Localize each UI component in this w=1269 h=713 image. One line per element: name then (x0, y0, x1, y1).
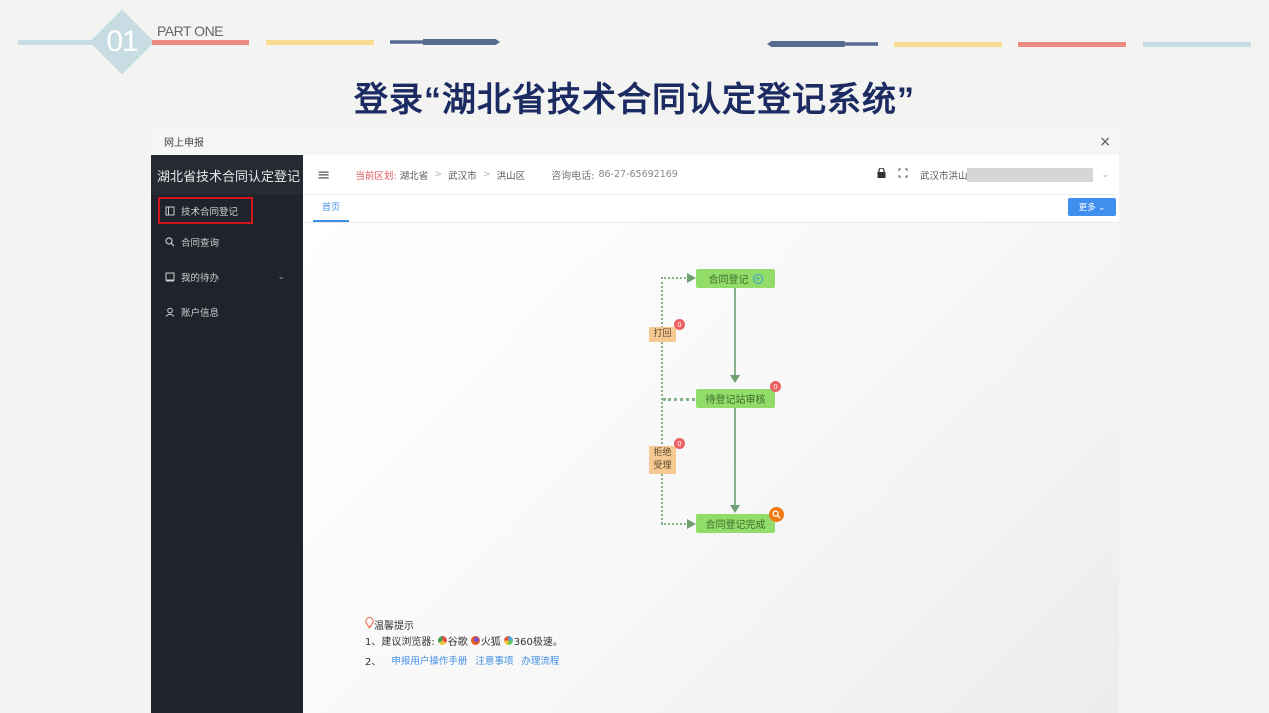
breadcrumb-separator: > (434, 169, 443, 180)
sidebar-item-label: 账户信息 (181, 307, 220, 319)
process-link[interactable]: 办理流程 (521, 656, 560, 667)
return-tag-label: 打回 (653, 329, 672, 339)
sidebar-item-label: 技术合同登记 (181, 206, 239, 218)
region-label: 当前区划: (355, 170, 397, 182)
chrome-icon (437, 635, 447, 645)
flow-arrow-down-icon (730, 505, 740, 513)
phone-label: 咨询电话: (551, 171, 595, 182)
user-icon (165, 307, 175, 317)
chevron-down-icon: ⌄ (277, 271, 285, 282)
tab-bar: 首页 更多 ⌄ (303, 195, 1119, 223)
book-icon (165, 206, 175, 216)
flow-node-registration-complete[interactable]: 合同登记完成 (696, 514, 775, 533)
browser-name: 谷歌 (447, 636, 468, 648)
more-button[interactable]: 更多 ⌄ (1068, 198, 1116, 216)
sidebar-item-account-info[interactable]: 账户信息 (151, 294, 303, 329)
flow-line-1 (734, 288, 736, 376)
deco-line-light-blue-left (18, 40, 96, 45)
sidebar-item-contract-registration[interactable]: 技术合同登记 (158, 197, 253, 224)
flow-arrow-down-icon (730, 375, 740, 383)
slide-title: 登录“湖北省技术合同认定登记系统” (354, 81, 915, 119)
tips-browser-row: 1、建议浏览器: 谷歌 火狐 360极速。 (365, 632, 567, 648)
return-tag-rejected: 拒绝 受理 (649, 446, 676, 474)
menu-icon[interactable]: ≡ (317, 165, 331, 184)
return-path-top (661, 277, 689, 279)
return-tag-label-line1: 拒绝 (653, 448, 672, 458)
360-browser-icon (503, 635, 513, 645)
firefox-icon (470, 635, 480, 645)
user-chevron-down-icon[interactable]: ⌄ (1101, 169, 1109, 180)
user-name-redacted (967, 167, 1094, 182)
sidebar-item-contract-query[interactable]: 合同查询 (151, 224, 303, 259)
add-circle-icon[interactable]: + (752, 273, 763, 284)
user-area: 武汉市洪山 ⌄ (877, 167, 1109, 182)
breadcrumb-separator: > (482, 169, 491, 180)
deco-arrow-navy-left (390, 39, 500, 45)
section-number: 01 (106, 25, 138, 58)
app-body: 湖北省技术合同认定登记 技术合同登记 合同查询 我的待办 ⌄ (151, 155, 1119, 713)
flow-node-label: 合同登记完成 (705, 520, 766, 531)
return-tag-label-line2: 受理 (653, 461, 672, 471)
deco-line-light-blue-right (1143, 42, 1251, 47)
deco-line-yellow-left (266, 40, 374, 45)
section-label: PART ONE (157, 23, 224, 39)
search-icon[interactable] (769, 507, 784, 522)
tips-line2-prefix: 2、 (365, 656, 382, 668)
app-window: 网上申报 × 湖北省技术合同认定登记 技术合同登记 合同查询 (151, 128, 1119, 713)
app-title: 湖北省技术合同认定登记 (151, 155, 303, 195)
flow-arrow-right-icon (687, 273, 696, 283)
lock-icon[interactable] (877, 167, 886, 181)
flow-arrow-right-icon (687, 519, 696, 529)
breadcrumb-district[interactable]: 洪山区 (496, 170, 526, 182)
pending-review-count-badge: 0 (770, 381, 781, 392)
flow-node-contract-registration[interactable]: 合同登记 + (696, 269, 775, 288)
topbar: ≡ 当前区划: 湖北省 > 武汉市 > 洪山区 咨询电话: 86-27-6569… (303, 155, 1119, 195)
window-titlebar: 网上申报 × (151, 128, 1119, 155)
tips-links-row: 2、 申报用户操作手册 注意事项 办理流程 (365, 652, 567, 668)
browser-name: 火狐 (480, 636, 501, 648)
lightbulb-icon (365, 616, 374, 631)
tab-home[interactable]: 首页 (313, 200, 350, 222)
search-icon (165, 236, 175, 247)
section-number-diamond: 01 (90, 10, 154, 74)
return-path-bottom (661, 523, 689, 525)
sidebar-item-my-todo[interactable]: 我的待办 ⌄ (151, 259, 303, 294)
deco-line-red-left (152, 40, 249, 45)
breadcrumb-province[interactable]: 湖北省 (399, 170, 429, 182)
deco-line-red-right (1018, 42, 1126, 47)
return-tag-sent-back: 打回 (649, 327, 676, 342)
browser-name: 360极速。 (513, 636, 563, 648)
sidebar-item-label: 合同查询 (181, 237, 220, 249)
flow-line-2 (734, 407, 736, 507)
todo-icon (165, 272, 175, 282)
return-path-vertical (661, 277, 663, 524)
return-path-middle (663, 398, 695, 401)
breadcrumb-city[interactable]: 武汉市 (448, 170, 477, 182)
sidebar-item-label: 我的待办 (181, 272, 220, 284)
flow-node-pending-review[interactable]: 待登记站审核 (696, 389, 775, 408)
user-name[interactable]: 武汉市洪山 (919, 170, 968, 182)
flow-node-label: 待登记站审核 (705, 395, 766, 406)
phone-number: 86-27-65692169 (598, 169, 678, 180)
tips-heading: 温馨提示 (374, 620, 414, 632)
sent-back-count-badge: 0 (674, 319, 685, 330)
rejected-count-badge: 0 (674, 438, 685, 449)
window-title: 网上申报 (164, 138, 204, 149)
flow-node-label: 合同登记 (708, 275, 749, 286)
user-manual-link[interactable]: 申报用户操作手册 (391, 656, 468, 667)
tips-line1-prefix: 1、建议浏览器: (365, 636, 435, 648)
deco-arrow-navy-right (767, 41, 878, 47)
sidebar: 湖北省技术合同认定登记 技术合同登记 合同查询 我的待办 ⌄ (151, 155, 303, 713)
notes-link[interactable]: 注意事项 (475, 656, 514, 667)
tips-panel: 温馨提示 1、建议浏览器: 谷歌 火狐 360极速。 2、 申报用户操作手册 (365, 616, 567, 668)
home-content: 合同登记 + 待登记站审核 0 合同登记完成 打回 0 (303, 223, 1119, 713)
main-area: ≡ 当前区划: 湖北省 > 武汉市 > 洪山区 咨询电话: 86-27-6569… (303, 155, 1119, 713)
deco-line-yellow-right (894, 42, 1002, 47)
tips-heading-row: 温馨提示 (365, 616, 567, 632)
close-icon[interactable]: × (1099, 133, 1111, 150)
fullscreen-icon[interactable] (898, 168, 908, 181)
